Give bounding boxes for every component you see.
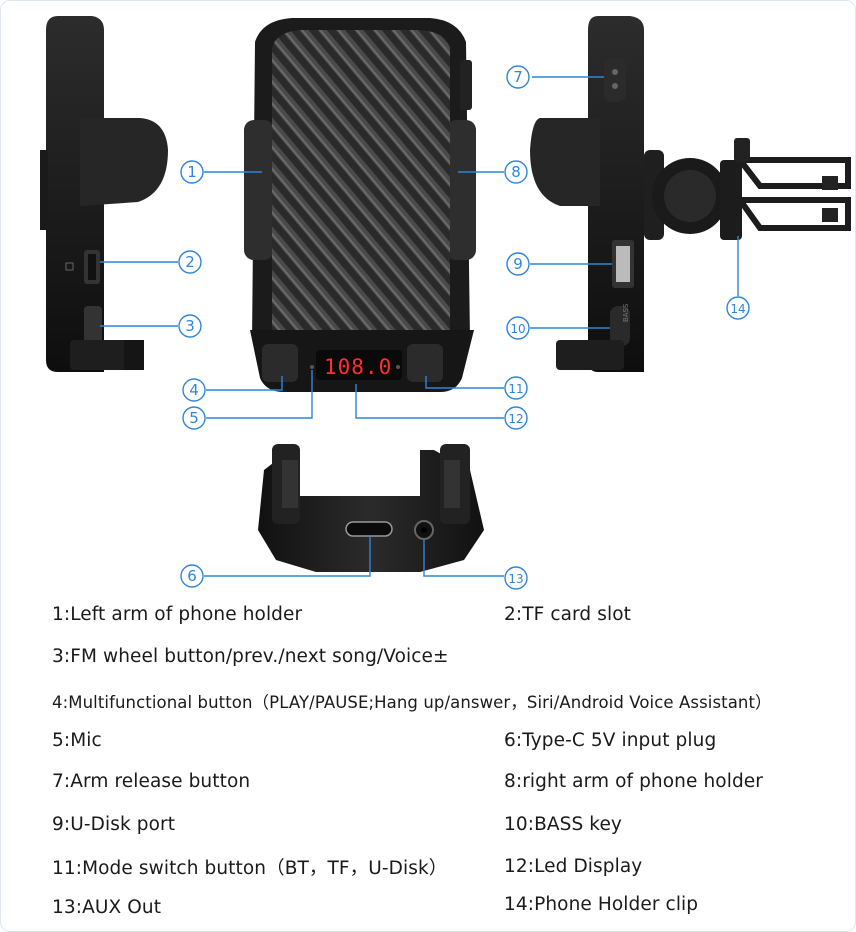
callout-3: 3 [178,314,202,338]
callout-7: 7 [506,65,530,89]
legend-item-11: 11:Mode switch button（BT，TF，U-Disk） [52,858,448,879]
svg-text:7: 7 [513,68,523,86]
svg-text:9: 9 [513,255,523,273]
svg-text:11: 11 [508,382,523,396]
legend-item-2: 2:TF card slot [504,604,631,625]
svg-text:2: 2 [185,253,195,271]
legend-item-4: 4:Multifunctional button（PLAY/PAUSE;Hang… [52,693,772,712]
svg-text:12: 12 [508,412,523,426]
callout-13: 13 [504,566,528,590]
svg-text:10: 10 [510,322,525,336]
bottom-view [258,444,484,572]
legend-item-13: 13:AUX Out [52,897,162,918]
center-front-view: 108.0 [244,18,476,392]
svg-text:6: 6 [187,567,197,585]
callout-11: 11 [504,376,528,400]
legend-item-12: 12:Led Display [504,856,643,877]
callout-10: 10 [506,316,530,340]
callout-markers: 1 2 3 4 5 6 7 8 9 10 11 12 13 14 [178,65,750,590]
callout-4: 4 [182,378,206,402]
legend-item-5: 5:Mic [52,730,102,751]
legend-item-8: 8:right arm of phone holder [504,771,763,792]
legend-item-9: 9:U-Disk port [52,814,176,835]
svg-text:4: 4 [189,381,199,399]
svg-text:3: 3 [185,317,195,335]
callout-2: 2 [178,250,202,274]
product-diagram: 108.0 BASS [40,16,851,590]
callout-12: 12 [504,406,528,430]
legend-item-10: 10:BASS key [504,814,622,835]
svg-text:5: 5 [189,409,199,427]
legend-item-7: 7:Arm release button [52,771,251,792]
legend-item-1: 1:Left arm of phone holder [52,604,303,625]
callout-1: 1 [180,160,204,184]
callout-5: 5 [182,406,206,430]
legend-item-14: 14:Phone Holder clip [504,894,699,915]
led-display-readout: 108.0 [324,355,392,379]
bass-key-label: BASS [622,303,630,322]
legend-item-3: 3:FM wheel button/prev./next song/Voice± [52,646,449,667]
left-side-view [40,16,168,372]
svg-text:8: 8 [511,163,521,181]
callout-6: 6 [180,564,204,588]
svg-text:14: 14 [730,302,745,316]
callout-8: 8 [504,160,528,184]
callout-14: 14 [726,296,750,320]
legend-item-6: 6:Type-C 5V input plug [504,730,717,751]
svg-text:13: 13 [508,572,523,586]
right-side-view: BASS [530,16,851,372]
svg-text:1: 1 [187,163,197,181]
callout-9: 9 [506,252,530,276]
callout-lines [100,76,739,577]
